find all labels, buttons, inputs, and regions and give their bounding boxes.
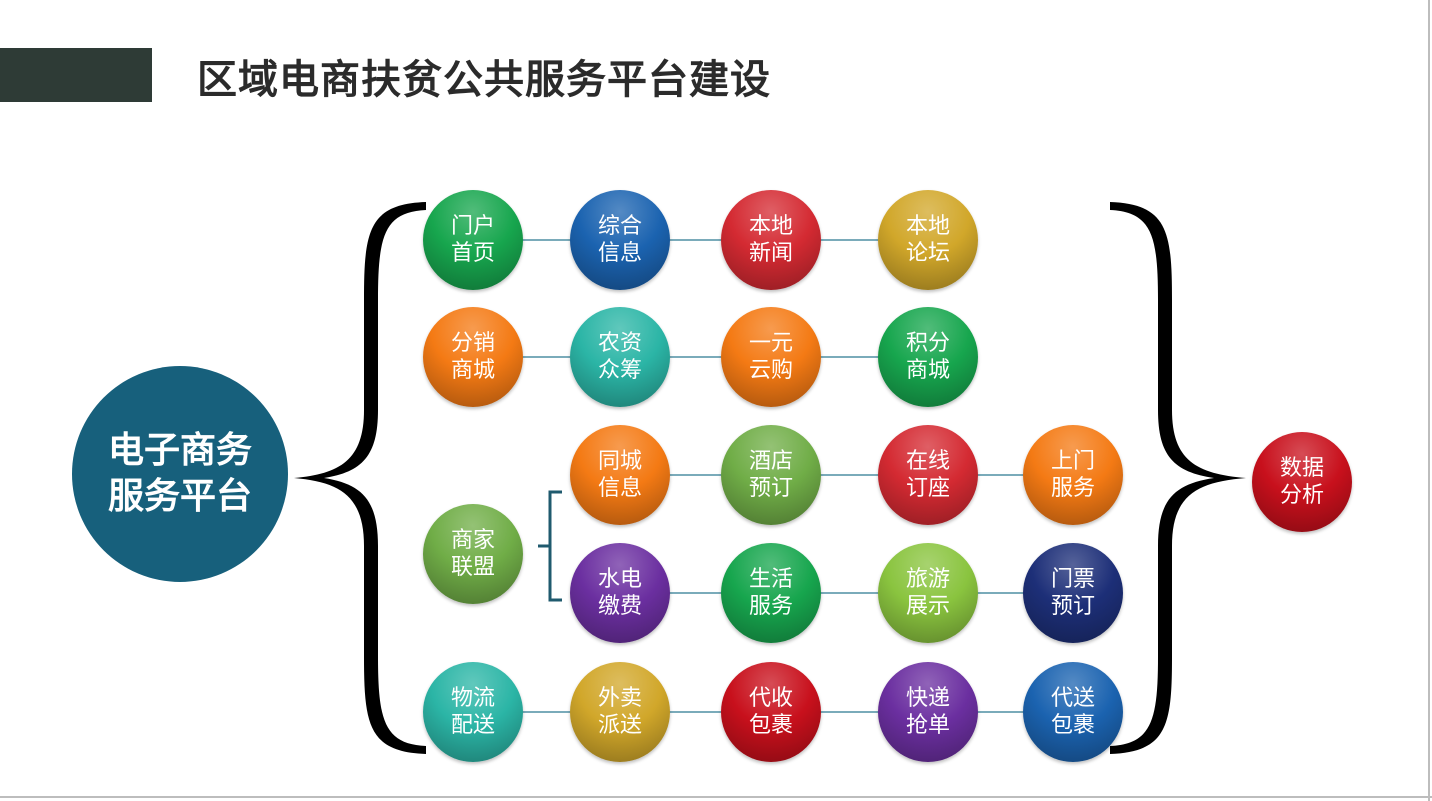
node-label-line1: 代送 xyxy=(1050,686,1095,711)
service-node: 水电缴费 xyxy=(570,543,670,643)
node-label-line2: 配送 xyxy=(450,713,495,738)
node-label-line2: 商城 xyxy=(450,358,495,383)
node-label-line1: 门户 xyxy=(450,214,495,239)
node-label-line2: 信息 xyxy=(597,241,642,266)
node-label-line1: 综合 xyxy=(597,214,642,239)
node-label-line1: 快递 xyxy=(905,686,950,711)
service-node: 一元云购 xyxy=(721,307,821,407)
node-label-line2: 展示 xyxy=(905,594,950,619)
node-label-line1: 酒店 xyxy=(748,449,793,474)
node-label-line2: 包裹 xyxy=(1050,713,1095,738)
service-node: 在线订座 xyxy=(878,425,978,525)
node-label-line1: 在线 xyxy=(905,449,950,474)
node-label-line2: 分析 xyxy=(1279,483,1324,508)
hub-label-line2: 服务平台 xyxy=(107,476,252,517)
page-frame-bottom xyxy=(0,796,1432,798)
node-label-line1: 一元 xyxy=(748,331,793,356)
node-label-line1: 分销 xyxy=(450,331,495,356)
service-node: 本地新闻 xyxy=(721,190,821,290)
service-node: 农资众筹 xyxy=(570,307,670,407)
service-node: 上门服务 xyxy=(1023,425,1123,525)
node-label-line2: 预订 xyxy=(748,476,793,501)
service-node: 旅游展示 xyxy=(878,543,978,643)
service-node: 门户首页 xyxy=(423,190,523,290)
node-label-line1: 旅游 xyxy=(905,567,950,592)
node-label-line2: 商城 xyxy=(905,358,950,383)
hub-label-line1: 电子商务 xyxy=(107,430,252,471)
node-label-line1: 积分 xyxy=(905,331,950,356)
node-label-line1: 水电 xyxy=(597,567,642,592)
data-analysis-node: 数据 分析 xyxy=(1252,432,1352,532)
node-label-line2: 服务 xyxy=(748,594,793,619)
node-label-line1: 物流 xyxy=(450,686,495,711)
service-node: 代收包裹 xyxy=(721,662,821,762)
page-title: 区域电商扶贫公共服务平台建设 xyxy=(197,57,771,103)
merchant-alliance-node: 商家 联盟 xyxy=(423,504,523,604)
service-node: 本地论坛 xyxy=(878,190,978,290)
node-label-line1: 本地 xyxy=(905,214,950,239)
node-label-line1: 外卖 xyxy=(597,686,642,711)
node-label-line1: 商家 xyxy=(450,528,495,553)
node-label-line2: 抢单 xyxy=(905,713,950,738)
service-node: 外卖派送 xyxy=(570,662,670,762)
node-label-line2: 新闻 xyxy=(748,241,793,266)
service-node: 生活服务 xyxy=(721,543,821,643)
node-label-line1: 门票 xyxy=(1050,567,1095,592)
node-label-line2: 云购 xyxy=(748,358,793,383)
service-node: 物流配送 xyxy=(423,662,523,762)
node-label-line2: 众筹 xyxy=(597,358,642,383)
node-label-line1: 本地 xyxy=(748,214,793,239)
node-label-line1: 生活 xyxy=(748,567,793,592)
service-node: 同城信息 xyxy=(570,425,670,525)
service-node: 代送包裹 xyxy=(1023,662,1123,762)
node-label-line2: 论坛 xyxy=(905,241,950,266)
node-label-line2: 派送 xyxy=(597,713,642,738)
service-node: 综合信息 xyxy=(570,190,670,290)
node-label-line1: 数据 xyxy=(1279,456,1324,481)
title-accent-bar xyxy=(0,48,152,102)
alliance-bracket xyxy=(538,490,562,602)
node-label-line2: 预订 xyxy=(1050,594,1095,619)
service-node: 快递抢单 xyxy=(878,662,978,762)
node-label-line2: 缴费 xyxy=(597,594,642,619)
node-label-line2: 服务 xyxy=(1050,476,1095,501)
service-node: 门票预订 xyxy=(1023,543,1123,643)
node-label-line2: 首页 xyxy=(450,241,495,266)
left-curly-brace xyxy=(294,202,426,754)
service-node: 酒店预订 xyxy=(721,425,821,525)
node-label-line2: 信息 xyxy=(597,476,642,501)
service-node: 积分商城 xyxy=(878,307,978,407)
node-label-line2: 联盟 xyxy=(450,555,495,580)
node-label-line1: 同城 xyxy=(597,449,642,474)
node-label-line1: 代收 xyxy=(748,686,793,711)
node-label-line2: 包裹 xyxy=(748,713,793,738)
service-node: 分销商城 xyxy=(423,307,523,407)
node-label-line1: 上门 xyxy=(1050,449,1095,474)
node-label-line1: 农资 xyxy=(597,331,642,356)
right-curly-brace xyxy=(1110,202,1246,754)
page-frame-right xyxy=(1428,0,1430,801)
e-commerce-service-platform-hub: 电子商务 服务平台 xyxy=(72,366,288,582)
node-label-line2: 订座 xyxy=(905,476,950,501)
